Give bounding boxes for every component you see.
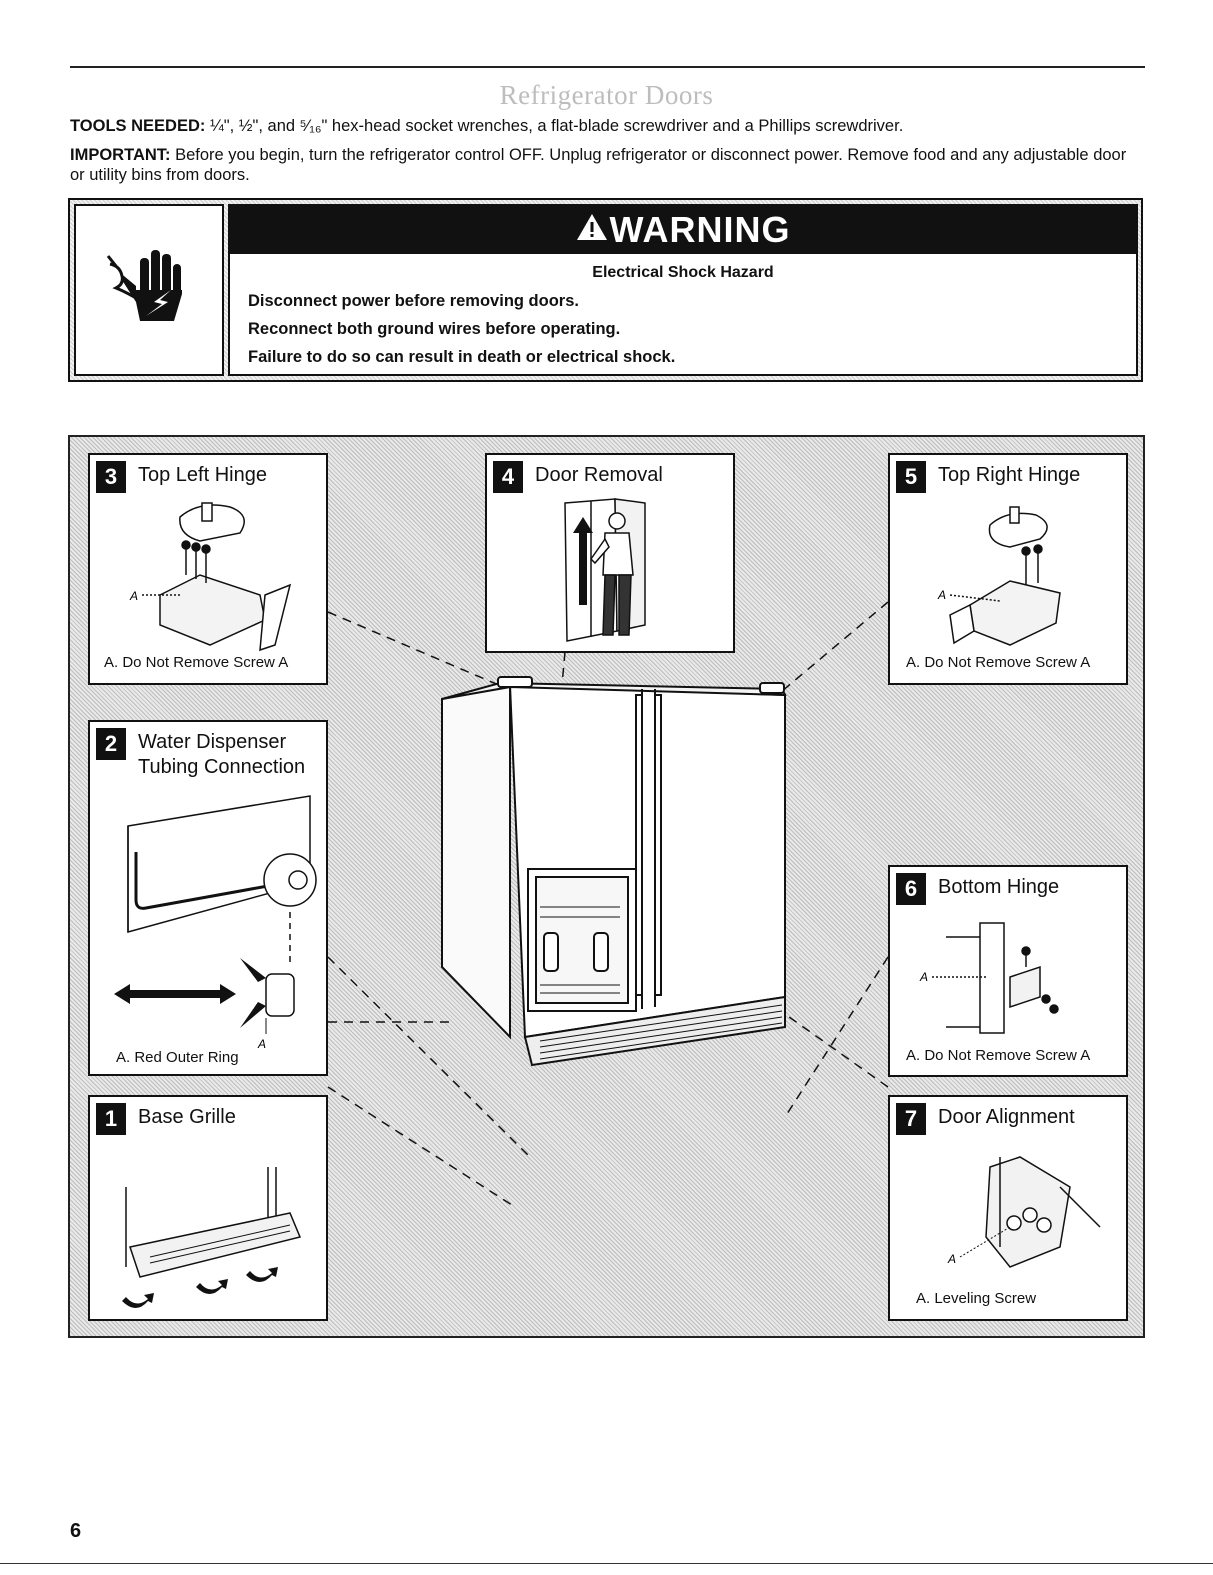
step-3-panel: 3 Top Left Hinge A A. Do Not Remove Scre…	[88, 453, 328, 685]
step-1-number: 1	[96, 1103, 126, 1135]
base-grille-illustration	[122, 1167, 302, 1308]
step-4-panel: 4 Door Removal	[485, 453, 735, 653]
warning-title: WARNING	[609, 209, 791, 250]
step-5-caption: A. Do Not Remove Screw A	[906, 654, 1091, 671]
step-1-panel: 1 Base Grille	[88, 1095, 328, 1321]
electric-shock-hand-icon	[106, 250, 182, 321]
step-5-number: 5	[896, 461, 926, 493]
step-7-callout-label: A	[947, 1252, 956, 1266]
tools-label: TOOLS NEEDED:	[70, 117, 206, 135]
warning-box: WARNING Electrical Shock Hazard Disconne…	[68, 198, 1143, 382]
top-rule	[70, 66, 1145, 68]
important-text: Before you begin, turn the refrigerator …	[70, 146, 1127, 184]
step-2-caption: A. Red Outer Ring	[116, 1049, 239, 1066]
door-alignment-illustration: A	[947, 1156, 1101, 1268]
step-2-title-line-1: Water Dispenser	[138, 731, 287, 753]
water-tubing-illustration: A	[114, 795, 317, 1051]
step-6-panel: 6 Bottom Hinge A A. Do Not Remove Screw …	[888, 865, 1128, 1077]
important-note: IMPORTANT: Before you begin, turn the re…	[70, 145, 1145, 185]
bottom-hinge-illustration: A	[919, 922, 1059, 1034]
step-3-title: Top Left Hinge	[138, 464, 267, 486]
door-removal-illustration	[564, 498, 646, 642]
tools-needed: TOOLS NEEDED: ¼", ½", and ⁵⁄₁₆" hex-head…	[70, 116, 1145, 136]
step-3-number: 3	[96, 461, 126, 493]
top-right-hinge-illustration: A	[937, 506, 1061, 646]
step-2-callout-label: A	[257, 1037, 266, 1051]
step-2-number: 2	[96, 728, 126, 760]
step-2-panel: 2 Water Dispenser Tubing Connection A A	[88, 720, 328, 1076]
warning-line-1: Disconnect power before removing doors.	[248, 292, 579, 310]
step-2-title-line-2: Tubing Connection	[138, 756, 306, 778]
step-6-caption: A. Do Not Remove Screw A	[906, 1047, 1091, 1064]
warning-icon-cell	[74, 204, 224, 376]
step-7-panel: 7 Door Alignment A A. Leveling Screw	[888, 1095, 1128, 1321]
step-6-number: 6	[896, 873, 926, 905]
step-5-panel: 5 Top Right Hinge A A. Do Not Remove Scr…	[888, 453, 1128, 685]
important-label: IMPORTANT:	[70, 146, 171, 164]
door-removal-diagram: 3 Top Left Hinge A A. Do Not Remove Scre…	[68, 435, 1145, 1338]
step-7-caption: A. Leveling Screw	[916, 1290, 1037, 1307]
step-5-callout-label: A	[937, 588, 946, 602]
step-7-number: 7	[896, 1103, 926, 1135]
step-2-title: Water Dispenser Tubing Connection	[138, 730, 328, 780]
step-4-title: Door Removal	[535, 464, 663, 486]
step-7-title: Door Alignment	[938, 1106, 1075, 1128]
step-5-title: Top Right Hinge	[938, 464, 1081, 486]
warning-line-3: Failure to do so can result in death or …	[248, 348, 676, 366]
refrigerator-illustration	[327, 601, 889, 1208]
page-number: 6	[70, 1520, 82, 1542]
warning-content: WARNING Electrical Shock Hazard Disconne…	[228, 204, 1138, 376]
warning-header: WARNING	[230, 206, 1136, 254]
step-3-caption: A. Do Not Remove Screw A	[104, 654, 289, 671]
bottom-rule	[0, 1563, 1213, 1564]
page-title: Refrigerator Doors	[499, 80, 714, 110]
warning-triangle-icon	[576, 206, 608, 254]
warning-line-2: Reconnect both ground wires before opera…	[248, 320, 621, 338]
step-4-number: 4	[493, 461, 523, 493]
step-1-title: Base Grille	[138, 1106, 236, 1128]
step-6-callout-label: A	[919, 970, 928, 984]
top-left-hinge-illustration: A	[129, 502, 292, 652]
tools-text: ¼", ½", and ⁵⁄₁₆" hex-head socket wrench…	[209, 117, 904, 135]
step-3-callout-label: A	[129, 589, 138, 603]
step-6-title: Bottom Hinge	[938, 876, 1060, 898]
hazard-name: Electrical Shock Hazard	[592, 264, 774, 281]
